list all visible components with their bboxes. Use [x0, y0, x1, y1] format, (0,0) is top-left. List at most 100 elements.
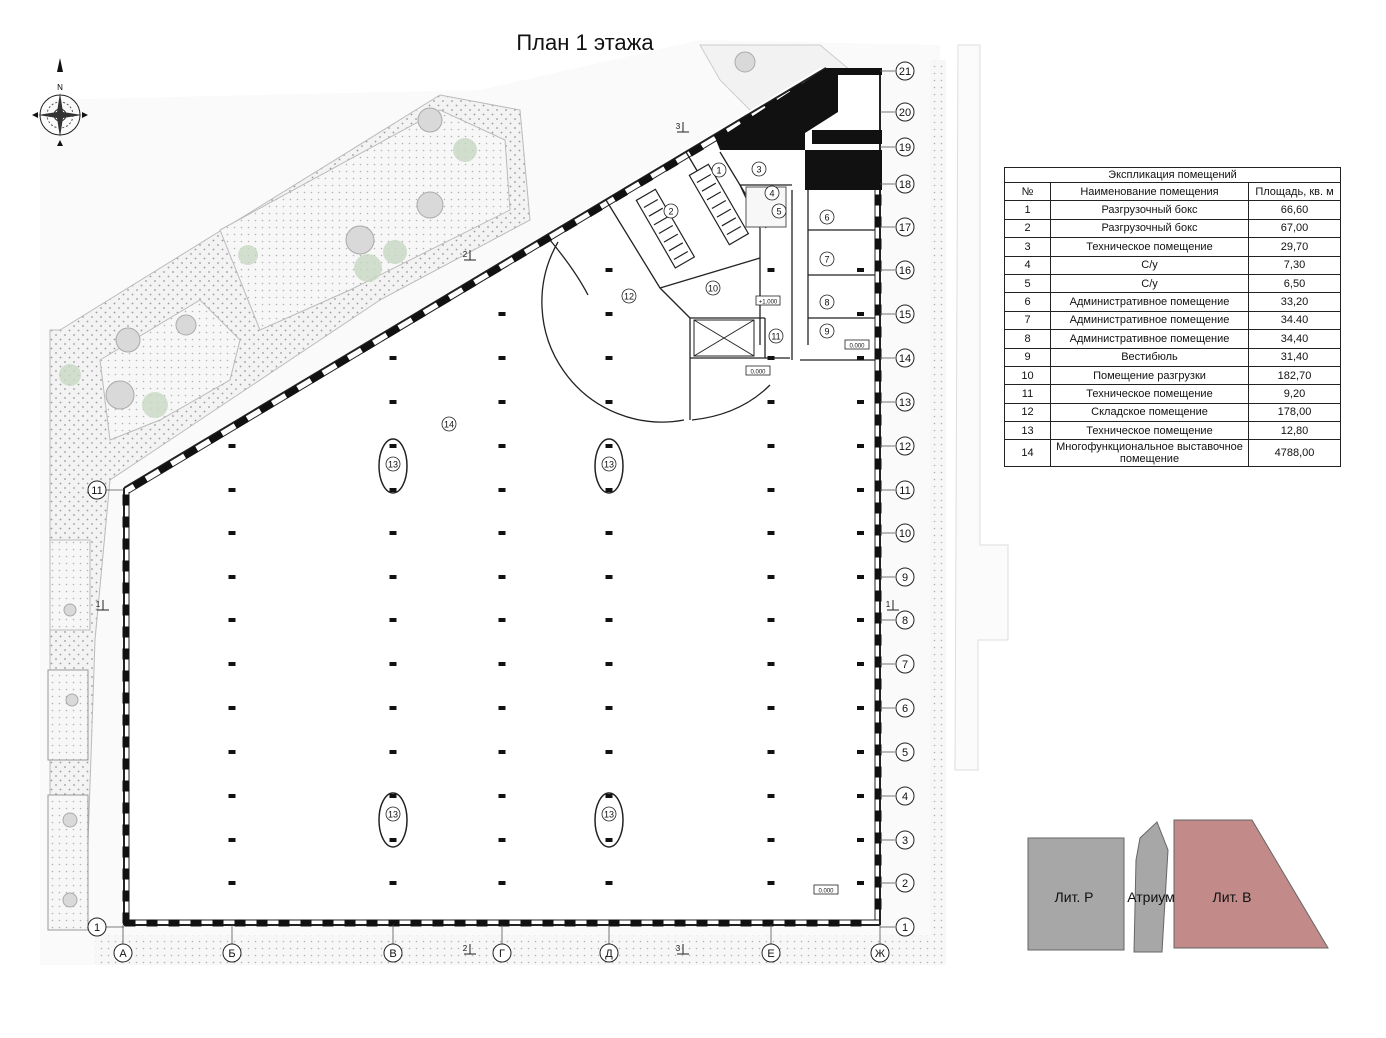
column	[857, 356, 864, 360]
facade-pier	[784, 919, 796, 927]
facade-pier	[874, 766, 882, 778]
explication-cell-num: 5	[1004, 273, 1051, 294]
key-plan-atrium	[1133, 821, 1169, 953]
facade-pier	[278, 919, 290, 927]
column	[228, 531, 236, 535]
facade-pier	[874, 436, 882, 448]
column	[605, 838, 613, 842]
explication-cell-name: Техническое помещение	[1050, 384, 1249, 404]
column	[605, 794, 613, 798]
column	[228, 794, 236, 798]
axis-number-marker: 2	[880, 873, 915, 893]
facade-pier	[498, 919, 510, 927]
column	[605, 268, 613, 272]
axis-number-marker: 4	[880, 786, 915, 806]
facade-pier	[789, 82, 805, 97]
explication-cell-num: 14	[1004, 439, 1051, 468]
facade-pier	[874, 238, 882, 250]
explication-cell-num: 6	[1004, 292, 1051, 312]
facade-pier	[874, 370, 882, 382]
column	[857, 488, 864, 492]
facade-pier	[874, 590, 882, 602]
room-marker: 12	[621, 288, 637, 304]
column	[228, 575, 236, 579]
room-marker: 4	[764, 185, 780, 201]
axis-number-marker: 9	[880, 567, 915, 587]
axis-number-left-label: 1	[94, 922, 100, 934]
explication-cell-name: Разгрузочный бокс	[1050, 218, 1249, 239]
column	[228, 838, 236, 842]
axis-number-marker: 8	[880, 610, 915, 630]
column	[857, 750, 864, 754]
key-plan-label-lit-v: Лит. В	[1213, 889, 1252, 905]
column	[389, 575, 397, 579]
facade-pier	[300, 919, 312, 927]
column	[857, 444, 864, 448]
level-mark-label: +1.000	[759, 300, 778, 306]
facade-pier	[122, 582, 130, 594]
level-mark-label: 0.000	[818, 889, 834, 895]
room-marker-label: 7	[824, 255, 829, 265]
column	[605, 356, 613, 360]
axis-number-marker: 14	[880, 348, 915, 368]
facade-pier	[630, 919, 642, 927]
column	[498, 312, 506, 316]
column	[389, 400, 397, 404]
axis-letter-label: Г	[499, 948, 505, 960]
section-mark: 1	[886, 600, 899, 611]
explication-cell-area: 34.40	[1248, 310, 1341, 331]
room-marker: 9	[819, 323, 835, 339]
room-marker: 11	[768, 328, 784, 344]
axis-number-label: 11	[899, 485, 910, 497]
room-marker: 3	[751, 161, 767, 177]
key-plan-label-lit-p: Лит. Р	[1055, 889, 1094, 905]
facade-pier	[334, 355, 351, 369]
room-marker-label: 12	[624, 292, 634, 302]
explication-cell-num: 10	[1004, 365, 1051, 386]
facade-pier	[874, 788, 882, 800]
facade-pier	[850, 919, 862, 927]
column	[228, 706, 236, 710]
axis-number-label: 17	[899, 222, 911, 234]
axis-number-label: 14	[899, 353, 911, 365]
facade-pier	[652, 919, 664, 927]
facade-pier	[874, 568, 882, 580]
column	[857, 268, 864, 272]
column	[605, 662, 613, 666]
key-plan-lit-v	[1173, 819, 1329, 949]
axis-number-label: 7	[902, 659, 908, 671]
explication-cell-area: 12,80	[1248, 421, 1341, 441]
column	[767, 488, 775, 492]
axis-number-marker: 17	[880, 217, 915, 237]
facade-pier	[388, 919, 400, 927]
column	[498, 662, 506, 666]
facade-pier	[122, 494, 130, 506]
axis-number-label: 16	[899, 265, 911, 277]
axis-number-label: 2	[902, 878, 908, 890]
column	[605, 444, 613, 448]
facade-pier	[874, 260, 882, 272]
room-marker-label: 1	[716, 166, 721, 176]
facade-pier	[157, 460, 174, 475]
room-marker: 14	[441, 416, 457, 432]
column	[767, 575, 775, 579]
column	[498, 488, 506, 492]
facade-pier	[359, 339, 376, 354]
column	[389, 444, 397, 448]
facade-pier	[612, 188, 629, 202]
facade-pier	[122, 868, 130, 880]
column	[498, 400, 506, 404]
facade-pier	[674, 919, 686, 927]
facade-pier	[874, 612, 882, 624]
axis-number-label: 18	[899, 179, 911, 191]
facade-pier	[874, 832, 882, 844]
room-13-cores	[378, 438, 624, 848]
facade-pier	[476, 919, 488, 927]
facade-pier	[806, 919, 818, 927]
